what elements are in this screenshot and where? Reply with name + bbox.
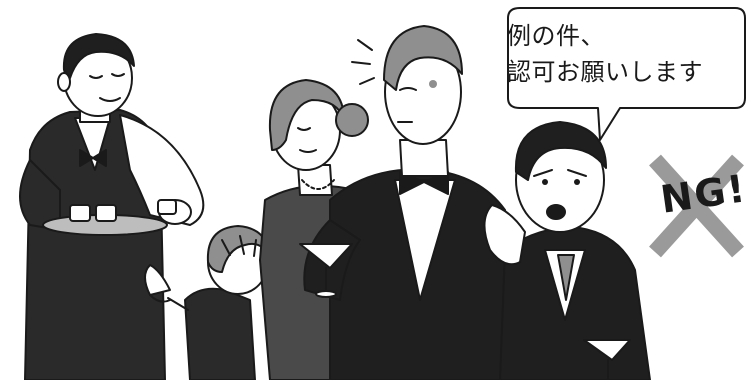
ng-cross-icon [649, 154, 744, 258]
tuxedo-man-figure [299, 25, 521, 380]
child-figure [144, 225, 271, 380]
speech-line-2: 認可お願いします [507, 58, 703, 86]
speech-bubble [507, 7, 746, 141]
speech-bubble-text: 例の件、 認可お願いします [507, 18, 739, 90]
whispering-man-figure [483, 121, 651, 380]
speech-line-1: 例の件、 [507, 22, 605, 50]
waiter-figure [19, 33, 205, 380]
